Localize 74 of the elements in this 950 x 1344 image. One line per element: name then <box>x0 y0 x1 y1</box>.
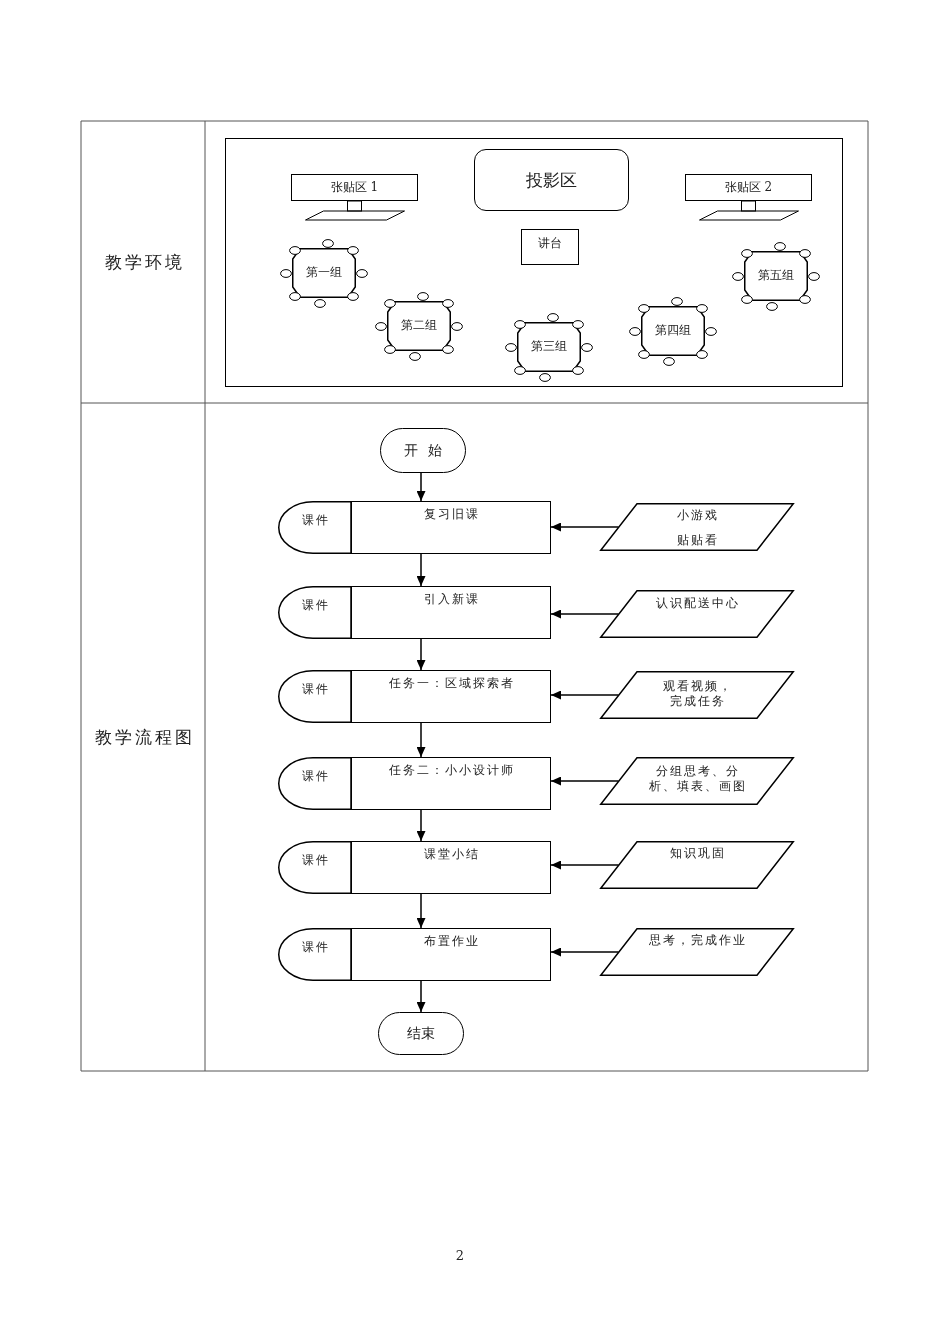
board-label: 张贴区 1 <box>330 179 379 196</box>
input-parallelogram <box>600 503 794 551</box>
flow-arrow <box>416 472 426 502</box>
step-label: 布置作业 <box>423 934 480 950</box>
poster-board <box>291 174 418 201</box>
process-box <box>351 501 551 554</box>
flow-arrow <box>550 609 620 619</box>
activity-label: 知识巩固 <box>669 846 726 862</box>
group-table <box>517 322 581 372</box>
group-label: 第一组 <box>306 265 342 281</box>
group-label: 第四组 <box>655 323 691 339</box>
group-label: 第二组 <box>401 318 437 334</box>
process-box <box>351 757 551 810</box>
activity-label: 分组思考、分析、填表、画图 <box>648 764 748 794</box>
group-label: 第五组 <box>758 268 794 284</box>
group-table <box>744 251 808 301</box>
courseware-tab <box>278 841 351 894</box>
row-header: 教学环境 <box>103 250 185 274</box>
terminal-label: 开 始 <box>403 441 443 460</box>
activity-label: 观看视频，完成任务 <box>662 679 734 709</box>
activity-label: 小游戏 <box>676 508 719 524</box>
step-label: 任务一：区域探索者 <box>388 676 515 692</box>
courseware-tab <box>278 670 351 723</box>
area-label: 投影区 <box>526 168 577 192</box>
courseware-tab <box>278 757 351 810</box>
courseware-tab <box>278 928 351 981</box>
step-label: 课堂小结 <box>423 847 480 863</box>
courseware-label: 课件 <box>300 940 330 956</box>
group-table <box>292 248 356 298</box>
flow-arrow <box>550 690 620 700</box>
courseware-label: 课件 <box>300 513 330 529</box>
input-parallelogram <box>600 671 794 719</box>
poster-board <box>685 174 812 201</box>
page-number: 2 <box>455 1247 465 1265</box>
group-table <box>387 301 451 351</box>
flow-arrow <box>416 980 426 1013</box>
activity-label: 思考，完成作业 <box>648 933 747 949</box>
courseware-tab <box>278 586 351 639</box>
row-header: 教学流程图 <box>93 725 195 749</box>
board-label: 张贴区 2 <box>724 179 773 196</box>
flow-arrow <box>550 522 620 532</box>
step-label: 任务二：小小设计师 <box>388 763 515 779</box>
lectern-label: 讲台 <box>538 236 562 252</box>
courseware-label: 课件 <box>300 853 330 869</box>
courseware-tab <box>278 501 351 554</box>
flow-arrow <box>416 722 426 758</box>
classroom-frame <box>225 138 843 387</box>
group-label: 第三组 <box>531 339 567 355</box>
flow-arrow <box>550 776 620 786</box>
flow-arrow <box>550 860 620 870</box>
step-label: 复习旧课 <box>423 507 480 523</box>
activity-label: 认识配送中心 <box>655 596 740 612</box>
flow-arrow <box>550 947 620 957</box>
process-box <box>351 928 551 981</box>
flow-arrow <box>416 553 426 587</box>
input-parallelogram <box>600 590 794 638</box>
process-box <box>351 586 551 639</box>
courseware-label: 课件 <box>300 769 330 785</box>
projection-area <box>474 149 629 211</box>
flow-arrow <box>416 638 426 671</box>
input-parallelogram <box>600 757 794 805</box>
activity-label: 贴贴看 <box>676 532 719 549</box>
process-box <box>351 841 551 894</box>
flow-arrow <box>416 893 426 929</box>
courseware-label: 课件 <box>300 598 330 614</box>
input-parallelogram <box>600 928 794 976</box>
step-label: 引入新课 <box>423 592 480 608</box>
input-parallelogram <box>600 841 794 889</box>
process-box <box>351 670 551 723</box>
terminal-label: 结束 <box>407 1024 435 1043</box>
group-table <box>641 306 705 356</box>
flow-arrow <box>416 809 426 842</box>
lectern <box>521 229 579 265</box>
courseware-label: 课件 <box>300 682 330 698</box>
